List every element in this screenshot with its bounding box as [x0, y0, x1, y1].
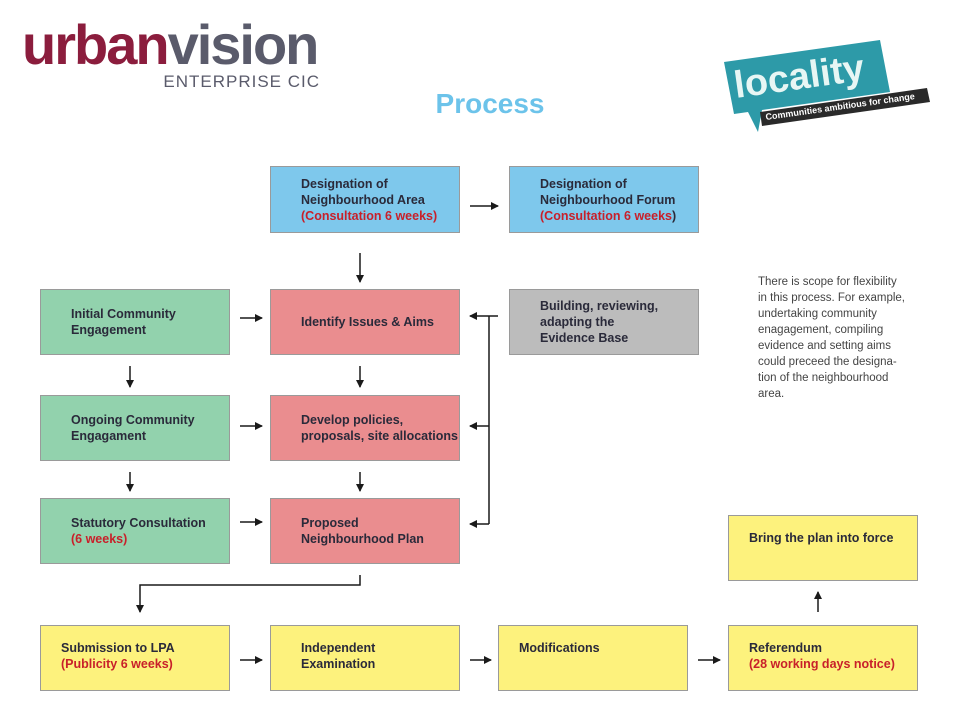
box-ongoing-engagement: Ongoing Community Engagament — [40, 395, 230, 461]
box-develop-policies: Develop policies, proposals, site alloca… — [270, 395, 460, 461]
box-independent-examination: Independent Examination — [270, 625, 460, 691]
box-identify-issues: Identify Issues & Aims — [270, 289, 460, 355]
urbanvision-logo: urbanvision ENTERPRISE CIC — [22, 13, 332, 91]
urbanvision-wordmark: urbanvision — [22, 13, 319, 76]
flexibility-note: There is scope for flexibility in this p… — [758, 276, 906, 400]
arrow-proposed-to-submission — [136, 575, 361, 613]
box-evidence-base: Building, reviewing, adapting the Eviden… — [509, 289, 699, 355]
box-designation-forum: Designation of Neighbourhood Forum (Cons… — [509, 166, 699, 233]
locality-logo: locality Communities ambitious for chang… — [722, 40, 937, 140]
box-designation-area: Designation of Neighbourhood Area (Consu… — [270, 166, 460, 233]
urbanvision-subtitle: ENTERPRISE CIC — [163, 72, 320, 91]
box-referendum: Referendum (28 working days notice) — [728, 625, 918, 691]
box-submission-lpa: Submission to LPA (Publicity 6 weeks) — [40, 625, 230, 691]
box-initial-engagement: Initial Community Engagement — [40, 289, 230, 355]
page-title: Process — [435, 88, 545, 119]
box-statutory-consultation: Statutory Consultation (6 weeks) — [40, 498, 230, 564]
box-bring-into-force: Bring the plan into force — [728, 515, 918, 581]
box-modifications: Modifications — [498, 625, 688, 691]
box-proposed-plan: Proposed Neighbourhood Plan — [270, 498, 460, 564]
